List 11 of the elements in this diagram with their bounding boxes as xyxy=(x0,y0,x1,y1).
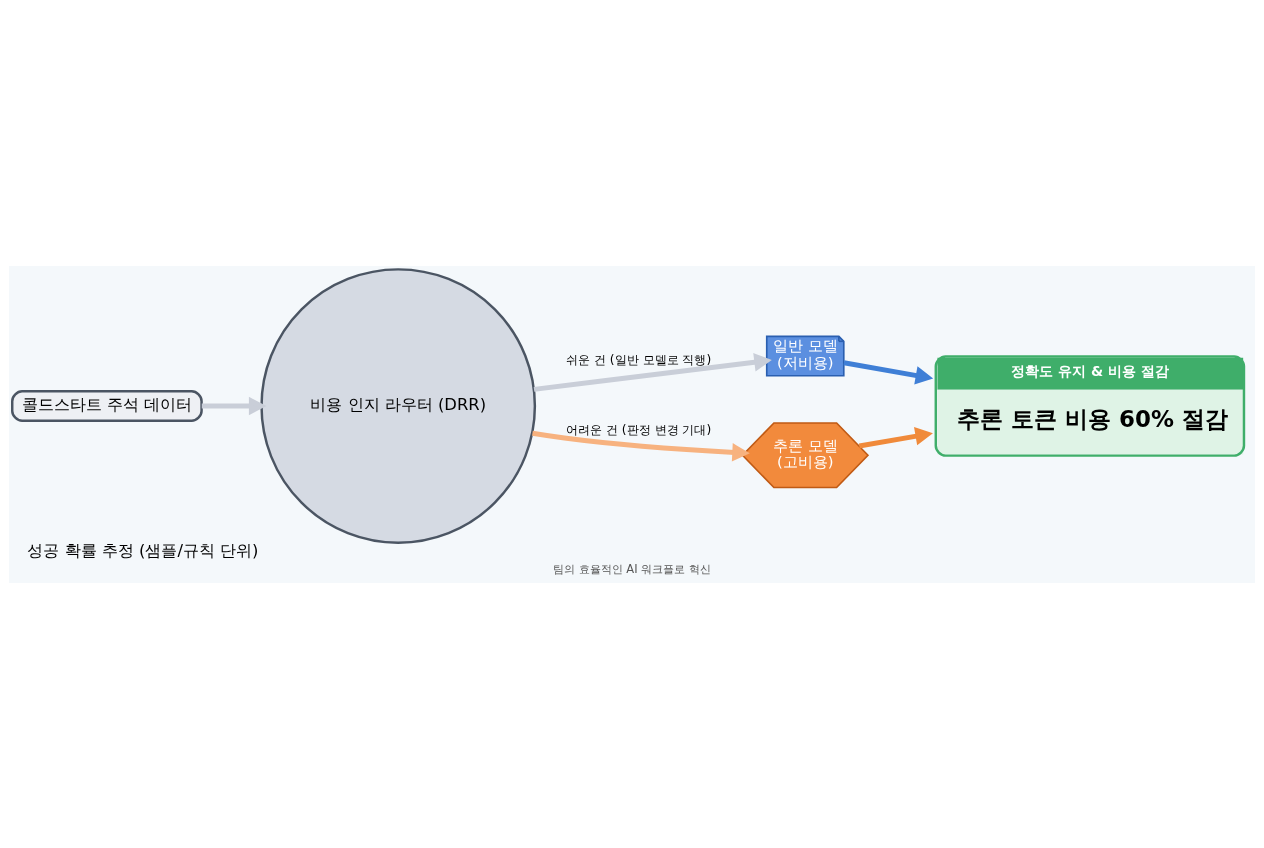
caption: 팀의 효율적인 AI 워크플로 혁신 xyxy=(553,561,711,576)
arrow xyxy=(533,352,772,392)
node-circle: 비용 인지 라우터 (DRR) xyxy=(260,267,537,544)
edge-label: 쉬운 건 (일반 모델로 직행) xyxy=(566,352,712,367)
node-box: 콜드스타트 주석 데이터 xyxy=(11,389,203,422)
arrow xyxy=(532,430,750,462)
arrow xyxy=(843,359,934,385)
arrow xyxy=(201,396,267,415)
edge-label: 어려운 건 (판정 변경 기대) xyxy=(566,422,712,437)
node-label: 성공 확률 추정 (샘플/규칙 단위) xyxy=(27,540,259,560)
arrow xyxy=(858,426,933,448)
